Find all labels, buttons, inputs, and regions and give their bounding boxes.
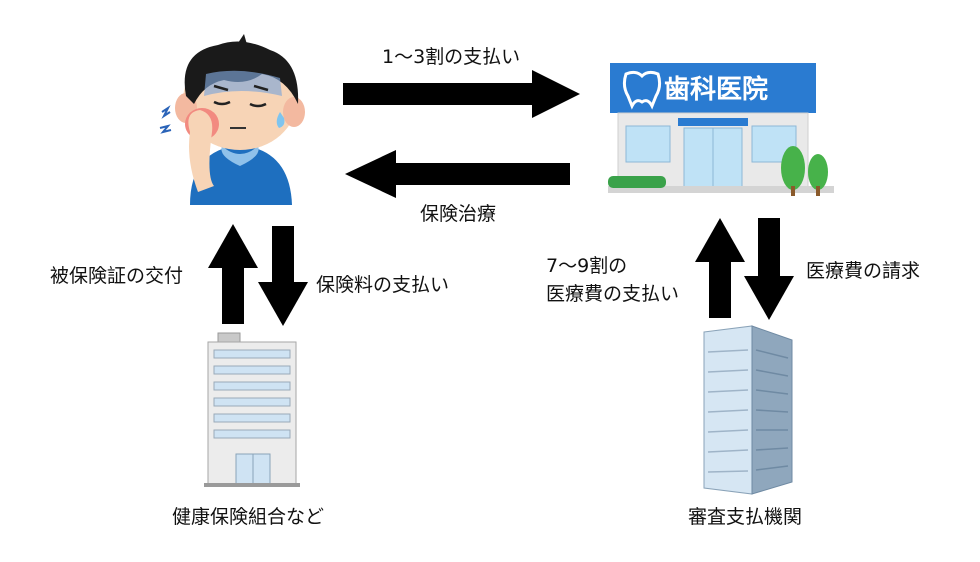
review-agency-building-illustration [703, 325, 793, 495]
label-medical-fee-claim: 医療費の請求 [806, 260, 921, 282]
label-review-payment-agency: 審査支払機関 [688, 506, 803, 528]
arrow-insurer-to-patient [208, 224, 258, 324]
arrow-patient-to-insurer [258, 226, 308, 326]
arrow-patient-to-clinic [343, 70, 580, 118]
label-insurance-card-issuance: 被保険証の交付 [50, 265, 184, 287]
label-patient-pays-portion: 1〜3割の支払い [382, 46, 521, 68]
arrow-clinic-to-patient [345, 150, 570, 198]
clinic-sign-text: 歯科医院 [664, 74, 768, 105]
label-premium-payment: 保険料の支払い [316, 274, 450, 296]
arrow-clinic-to-review [744, 218, 794, 320]
label-health-insurance-union: 健康保険組合など [172, 506, 325, 528]
arrow-review-to-clinic [695, 218, 745, 318]
label-remaining-payment-line2: 医療費の支払い [546, 283, 680, 305]
dental-clinic-illustration: 歯科医院 [608, 63, 834, 196]
label-remaining-payment-line1: 7〜9割の [546, 255, 628, 277]
insurer-building-illustration [204, 332, 300, 487]
tooth-icon [622, 70, 662, 110]
label-insured-treatment: 保険治療 [420, 203, 497, 225]
patient-illustration [159, 34, 305, 205]
